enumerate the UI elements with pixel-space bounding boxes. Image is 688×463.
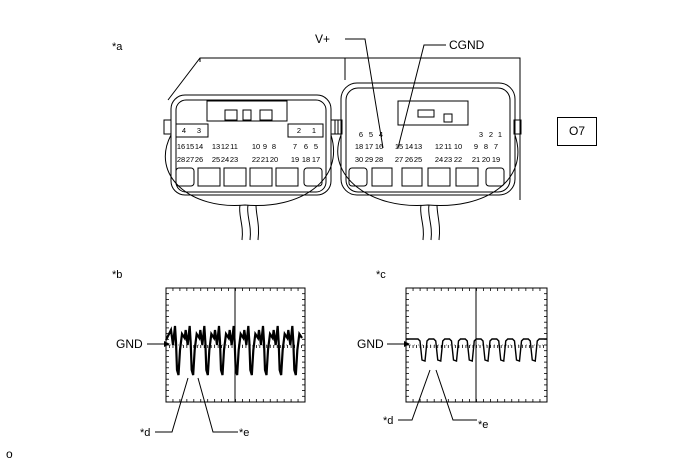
label-vplus: V+ bbox=[315, 32, 330, 46]
pin-right-30: 30 bbox=[355, 155, 363, 164]
pin-right-8: 8 bbox=[484, 142, 488, 151]
pin-right-20: 20 bbox=[482, 155, 490, 164]
pin-right-27: 27 bbox=[395, 155, 403, 164]
pin-left-21: 21 bbox=[261, 155, 269, 164]
label-d-left: *d bbox=[140, 427, 150, 439]
label-d-right: *d bbox=[383, 415, 393, 427]
pin-left-13: 13 bbox=[212, 142, 220, 151]
pin-left-10: 10 bbox=[252, 142, 260, 151]
waveform-left bbox=[165, 325, 303, 376]
pin-right-2: 2 bbox=[489, 130, 493, 139]
pin-right-4: 4 bbox=[379, 130, 383, 139]
connector-id: O7 bbox=[568, 124, 585, 138]
pin-right-15: 15 bbox=[395, 142, 403, 151]
cgnd-leader bbox=[397, 44, 446, 149]
label-a: *a bbox=[112, 41, 123, 53]
pin-right-23: 23 bbox=[444, 155, 452, 164]
pin-right-22: 22 bbox=[454, 155, 462, 164]
pin-left-6: 6 bbox=[304, 142, 308, 151]
pin-left-24: 24 bbox=[221, 155, 229, 164]
pin-right-26: 26 bbox=[405, 155, 413, 164]
pin-left-5: 5 bbox=[314, 142, 318, 151]
housing-outline bbox=[167, 57, 521, 200]
pin-left-19: 19 bbox=[291, 155, 299, 164]
pin-right-21: 21 bbox=[472, 155, 480, 164]
pin-right-9: 9 bbox=[474, 142, 478, 151]
pin-right-25: 25 bbox=[414, 155, 422, 164]
label-e-right: *e bbox=[478, 419, 488, 431]
pin-right-13: 13 bbox=[414, 142, 422, 151]
pin-left-1: 1 bbox=[312, 126, 316, 135]
pin-right-10: 10 bbox=[454, 142, 462, 151]
pin-left-20: 20 bbox=[270, 155, 278, 164]
pin-left-25: 25 bbox=[212, 155, 220, 164]
label-gnd-left: GND bbox=[116, 337, 143, 351]
pin-left-27: 27 bbox=[186, 155, 194, 164]
pin-left-14: 14 bbox=[195, 142, 203, 151]
pin-left-16: 16 bbox=[177, 142, 185, 151]
label-gnd-right: GND bbox=[357, 337, 384, 351]
label-b: *b bbox=[112, 269, 122, 281]
pin-left-4: 4 bbox=[182, 126, 186, 135]
pin-right-12: 12 bbox=[435, 142, 443, 151]
pin-left-23: 23 bbox=[230, 155, 238, 164]
pin-right-11: 11 bbox=[444, 142, 452, 151]
pin-right-18: 18 bbox=[355, 142, 363, 151]
pin-right-7: 7 bbox=[494, 142, 498, 151]
pin-left-9: 9 bbox=[263, 142, 267, 151]
waveform-right bbox=[406, 338, 547, 362]
pin-left-12: 12 bbox=[221, 142, 229, 151]
pin-right-5: 5 bbox=[369, 130, 373, 139]
pin-right-29: 29 bbox=[365, 155, 373, 164]
corner-label: o bbox=[6, 447, 13, 461]
pin-right-16: 16 bbox=[375, 142, 383, 151]
pin-right-28: 28 bbox=[375, 155, 383, 164]
label-cgnd: CGND bbox=[449, 38, 485, 52]
pin-left-2: 2 bbox=[297, 126, 301, 135]
pin-right-24: 24 bbox=[435, 155, 443, 164]
pin-right-1: 1 bbox=[498, 130, 502, 139]
pin-left-15: 15 bbox=[186, 142, 194, 151]
pin-left-22: 22 bbox=[252, 155, 260, 164]
pin-right-19: 19 bbox=[492, 155, 500, 164]
vplus-leader bbox=[345, 38, 384, 149]
label-c: *c bbox=[376, 269, 386, 281]
pin-left-26: 26 bbox=[195, 155, 203, 164]
pin-right-3: 3 bbox=[479, 130, 483, 139]
left-connector bbox=[163, 94, 339, 241]
pin-right-17: 17 bbox=[365, 142, 373, 151]
right-connector bbox=[334, 82, 522, 241]
label-e-left: *e bbox=[239, 427, 249, 439]
pin-left-11: 11 bbox=[230, 142, 238, 151]
pin-left-7: 7 bbox=[293, 142, 297, 151]
pin-left-17: 17 bbox=[312, 155, 320, 164]
pin-left-3: 3 bbox=[197, 126, 201, 135]
pin-right-14: 14 bbox=[405, 142, 413, 151]
pin-left-28: 28 bbox=[177, 155, 185, 164]
connector-id-box: O7 bbox=[557, 117, 597, 146]
pin-left-8: 8 bbox=[272, 142, 276, 151]
pin-right-6: 6 bbox=[359, 130, 363, 139]
pin-left-18: 18 bbox=[302, 155, 310, 164]
